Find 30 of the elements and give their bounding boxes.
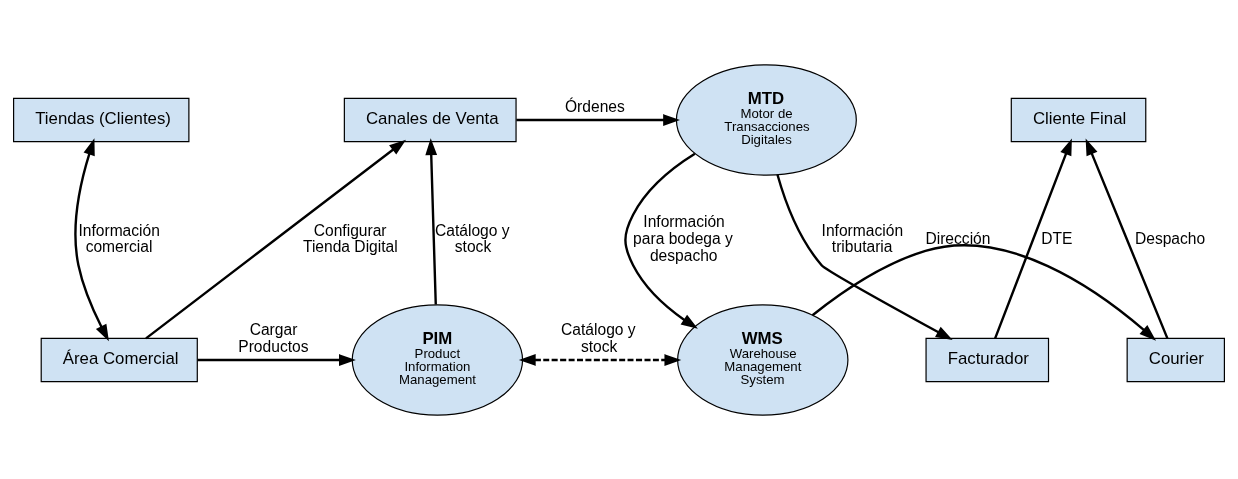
edge-label: DTE <box>1041 229 1073 247</box>
node-box: Courier <box>1126 337 1225 382</box>
arrow <box>516 113 680 126</box>
node-ellipse: PIM Product Information Management <box>351 303 524 416</box>
edge-label: Información comercial <box>78 221 160 255</box>
arrow <box>994 137 1072 339</box>
edge-label: Despacho <box>1134 229 1206 247</box>
edge-label: Catálogo y stock <box>435 221 510 255</box>
arrow <box>145 139 407 339</box>
edge-label: Información tributaria <box>821 221 904 255</box>
arrow <box>74 137 109 341</box>
edge-label: Órdenes <box>565 97 625 115</box>
edge-label: Configurar Tienda Digital <box>302 221 398 255</box>
arrow <box>811 243 1157 341</box>
node-box: Facturador <box>925 337 1050 382</box>
arrow <box>197 353 356 366</box>
arrow <box>425 137 438 304</box>
node-box: Tiendas (Clientes) <box>13 97 190 142</box>
node-box: Cliente Final <box>1010 97 1147 142</box>
edge-label: Información para bodega y despacho <box>633 212 733 264</box>
node-box: Canales de Venta <box>343 97 517 142</box>
edge-label: Catálogo y stock <box>561 320 636 355</box>
arrow <box>624 152 698 329</box>
arrow <box>518 353 682 366</box>
node-ellipse: MTD Motor de Transacciones Digitales <box>675 63 857 176</box>
arrow <box>776 173 953 340</box>
edge-label: Dirección <box>925 229 991 247</box>
arrow <box>1085 138 1169 339</box>
node-box: Área Comercial <box>40 337 198 382</box>
edge-label: Cargar Productos <box>238 320 309 355</box>
